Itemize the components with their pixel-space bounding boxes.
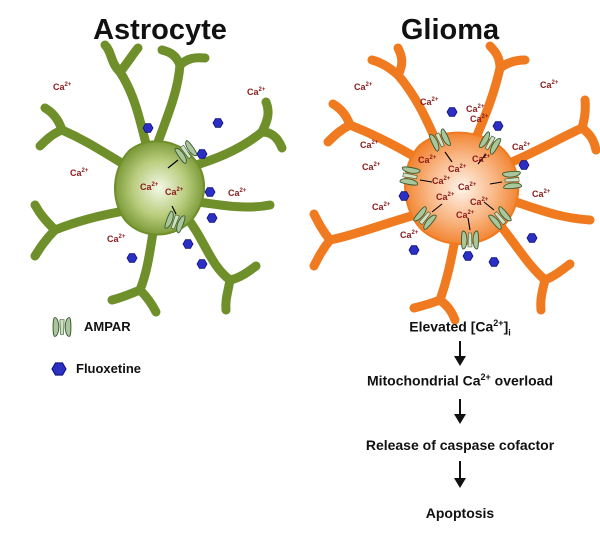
ion-label: Ca2+: [466, 104, 485, 114]
glioma-influx-arrows: [419, 151, 503, 231]
flow-step-elevated-calcium: Elevated [Ca2+]i: [409, 318, 511, 338]
ion-label: Ca2+: [247, 87, 266, 97]
flow-step-mitochondrial-overload: Mitochondrial Ca2+ overload: [366, 372, 554, 389]
astrocyte-processes: [30, 40, 287, 317]
ion-label-intracellular: Ca2+: [448, 164, 467, 174]
astrocyte-soma: [114, 140, 206, 236]
ion-label: Ca2+: [512, 142, 531, 152]
ion-label: Ca2+: [354, 82, 373, 92]
astrocyte-title: Astrocyte: [93, 14, 227, 46]
legend-ampar-icon: [52, 317, 72, 337]
ion-label-intracellular: Ca2+: [418, 155, 437, 165]
legend-fluoxetine-icon: [51, 362, 67, 376]
ion-label: Ca2+: [420, 97, 439, 107]
ion-label-intracellular: Ca2+: [140, 182, 159, 192]
glioma-intracellular-ion-labels: Ca2+ Ca2+ Ca2+ Ca2+ Ca2+ Ca2+ Ca2+ Ca2+: [418, 154, 491, 220]
ion-label: Ca2+: [470, 114, 489, 124]
ion-label: Ca2+: [372, 202, 391, 212]
ion-label: Ca2+: [362, 162, 381, 172]
ion-label-intracellular: Ca2+: [436, 192, 455, 202]
glioma-processes: [309, 41, 600, 325]
ion-label: Ca2+: [400, 230, 419, 240]
ion-label: Ca2+: [70, 168, 89, 178]
glioma-ion-labels: Ca2+ Ca2+ Ca2+ Ca2+ Ca2+ Ca2+ Ca2+ Ca2+ …: [354, 80, 559, 240]
glioma-title: Glioma: [400, 14, 500, 46]
ion-label-intracellular: Ca2+: [432, 176, 451, 186]
ion-label: Ca2+: [360, 140, 379, 150]
ion-label-intracellular: Ca2+: [470, 197, 489, 207]
legend-ampar-label: AMPAR: [84, 319, 131, 334]
ion-label-intracellular: Ca2+: [458, 182, 477, 192]
ion-label: Ca2+: [107, 234, 126, 244]
astrocyte-cell: [30, 40, 287, 317]
ion-label: Ca2+: [540, 80, 559, 90]
astrocyte-influx-arrow-2: [171, 205, 177, 215]
flow-step-apoptosis: Apoptosis: [425, 505, 495, 521]
flow-step-caspase-release: Release of caspase cofactor: [365, 437, 555, 453]
flow-arrows: [454, 341, 466, 488]
astrocyte-ion-labels: Ca2+ Ca2+ Ca2+ Ca2+ Ca2+ Ca2+ Ca2+: [53, 82, 266, 244]
legend-fluoxetine-label: Fluoxetine: [76, 361, 142, 376]
ion-label: Ca2+: [53, 82, 72, 92]
astrocyte-influx-arrow-1: [167, 159, 179, 169]
ion-label-intracellular: Ca2+: [165, 187, 184, 197]
ion-label-intracellular: Ca2+: [456, 210, 475, 220]
ion-label-intracellular: Ca2+: [472, 154, 491, 164]
ion-label: Ca2+: [532, 189, 551, 199]
ion-label: Ca2+: [228, 188, 247, 198]
